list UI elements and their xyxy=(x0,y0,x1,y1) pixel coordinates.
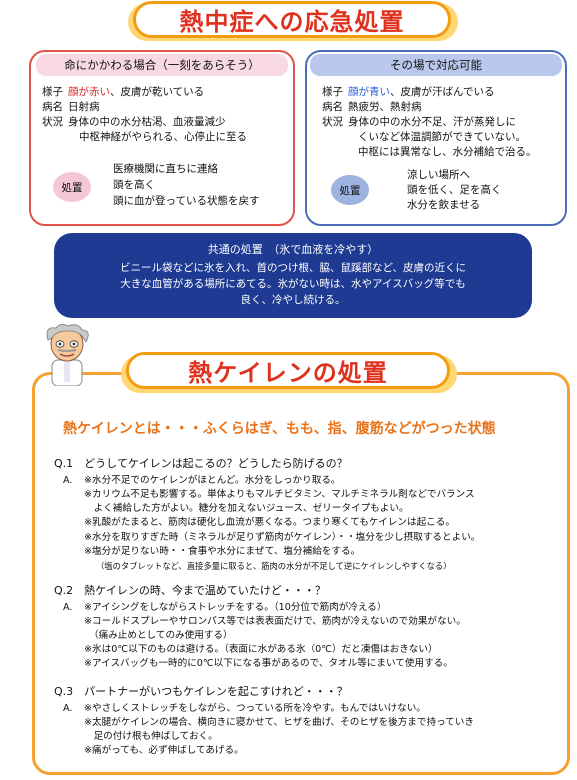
onsite-treatment-3: 水分を飲ませる xyxy=(407,199,481,211)
onsite-row-3: 状況身体の中の水分不足、汗が蒸発しに xyxy=(322,116,516,128)
onsite-row-2: 病名熱疲労、熱射病 xyxy=(322,101,422,113)
onsite-treatment-2: 頭を低く、足を高く xyxy=(407,184,502,196)
emergency-row-4: 中枢神経がやられる、心停止に至る xyxy=(79,131,247,143)
emergency-row-3: 状況身体の中の水分枯渇、血液量減少 xyxy=(42,116,226,128)
emergency-row-2: 病名日射病 xyxy=(42,101,100,113)
emergency-treatment-2: 頭を高く xyxy=(113,179,155,191)
title1-banner: 熱中症への応急処置 xyxy=(133,1,451,38)
emergency-row-1: 様子顔が赤い、皮膚が乾いている xyxy=(42,86,205,98)
answer-label-1: A. xyxy=(63,475,73,486)
answer-1-line-1: ※水分不足でのケイレンがほとんど。水分をしっかり取る。 xyxy=(84,475,341,486)
title2-banner: 熱ケイレンの処置 xyxy=(126,352,450,389)
answer-1-line-6: ※塩分が足りない時・・食事や水分にまぜて、塩分補給をする。 xyxy=(84,546,361,557)
cramp-definition: 熱ケイレンとは・・・ふくらはぎ、もも、指、腹筋などがつった状態 xyxy=(63,421,496,437)
answer-2-line-3: （痛み止めとしてのみ使用する） xyxy=(89,630,233,641)
answer-1-line-3: よく補給した方がよい。糖分を加えないジュース、ゼリータイプもよい。 xyxy=(84,503,409,514)
answer-1-line-4: ※乳酸がたまると、筋肉は硬化し血流が悪くなる。つまり寒くてもケイレンは起こる。 xyxy=(84,517,455,528)
answer-1-line-2: ※カリウム不足も影響する。単体よりもマルチビタミン、マルチミネラル剤などでバラン… xyxy=(84,489,475,500)
emergency-treatment-3: 頭に血が登っている状態を戻す xyxy=(113,195,260,207)
emergency-treatment-badge: 処置 xyxy=(53,172,91,202)
question-1: Q.1 どうしてケイレンは起こるの？どうしたら防げるの？ xyxy=(54,457,348,470)
answer-2-line-5: ※アイスバッグも一時的に0℃以下になる事があるので、タオル等にまいて使用する。 xyxy=(84,658,453,669)
cramp-section-frame xyxy=(32,372,570,775)
common-header: 共通の処置 （氷で血液を冷やす） xyxy=(207,243,379,256)
section-title: 熱ケイレンの処置 xyxy=(188,359,388,387)
onsite-row-5: 中枢には異常なし、水分補給で治る。 xyxy=(358,146,537,158)
answer-3-line-2: ※太腿がケイレンの場合、横向きに寝かせて、ヒザを曲げ、そのヒザを後方まで持ってい… xyxy=(84,717,474,728)
answer-1-line-5: ※水分を取りすぎた時（ミネラルが足りず筋肉がケイレン）・・塩分を少し摂取するとよ… xyxy=(84,532,481,543)
common-line-3: 良く、冷やし続ける。 xyxy=(240,294,346,306)
answer-2-line-1: ※アイシングをしながらストレッチをする。（10分位で筋肉が冷える） xyxy=(84,602,387,613)
answer-2-line-4: ※氷は0℃以下のものは避ける。（表面に水がある氷（0℃）だと凍傷はおきない） xyxy=(84,644,438,655)
answer-label-2: A. xyxy=(63,602,73,613)
answer-2-line-2: ※コールドスプレーやサロンパス等では表表面だけで、筋肉が冷えないので効果がない。 xyxy=(84,616,466,627)
onsite-box-header: その場で対応可能 xyxy=(310,54,562,76)
onsite-row-4: くいなど体温調節ができていない。 xyxy=(358,131,526,143)
emergency-treatment-1: 医療機関に直ちに連絡 xyxy=(113,163,218,175)
answer-3-line-3: 足の付け根も伸ばしておく。 xyxy=(84,731,218,742)
doctor-mascot-icon xyxy=(38,322,96,387)
onsite-treatment-1: 涼しい場所へ xyxy=(407,169,470,181)
common-treatment-box: 共通の処置 （氷で血液を冷やす） ビニール袋などに氷を入れ、首のつけ根、脇、鼠蹊… xyxy=(54,233,532,318)
onsite-treatment-badge: 処置 xyxy=(331,175,369,205)
common-line-1: ビニール袋などに氷を入れ、首のつけ根、脇、鼠蹊部など、皮膚の近くに xyxy=(119,262,467,274)
common-line-2: 大きな血管がある場所にあてる。氷がない時は、水やアイスバッグ等でも xyxy=(120,278,466,290)
question-3: Q.3 パートナーがいつもケイレンを起こすけれど・・・？ xyxy=(54,685,348,698)
question-2: Q.2 熱ケイレンの時、今まで温めていたけど・・・？ xyxy=(54,584,326,597)
answer-1-note: （塩のタブレットなど、直接多量に取ると、筋肉の水分が不足して逆にケイレンしやすく… xyxy=(96,561,452,571)
answer-3-line-4: ※痛がっても、必ず伸ばしてあげる。 xyxy=(84,745,244,756)
onsite-row-1: 様子顔が青い、皮膚が汗ばんでいる xyxy=(322,86,495,98)
answer-label-3: A. xyxy=(63,703,73,714)
answer-3-line-1: ※やさしくストレッチをしながら、つっている所を冷やす。もんではいけない。 xyxy=(84,703,426,714)
page-title: 熱中症への応急処置 xyxy=(179,8,405,36)
emergency-box-header: 命にかかわる場合（一刻をあらそう） xyxy=(36,54,288,76)
